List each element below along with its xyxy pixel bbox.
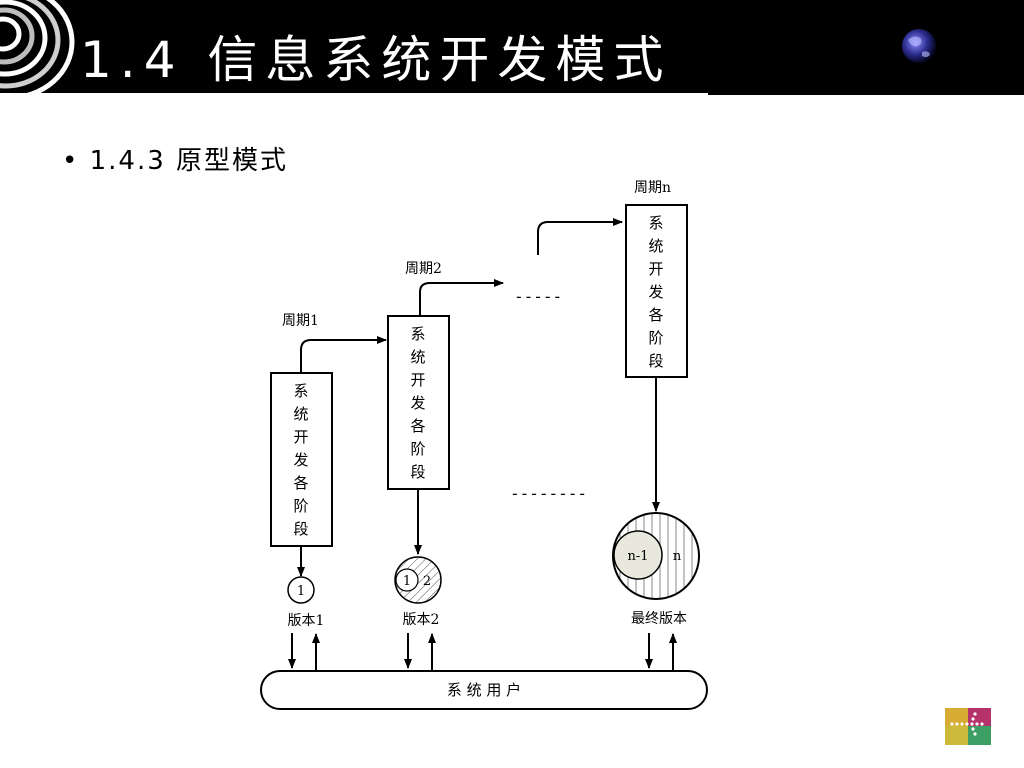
cycle-n-group: 周期n 系 统 开 发 各 阶 段 n-1 n 最终版本: [537, 180, 700, 627]
svg-text:系: 系: [293, 382, 308, 400]
spiral-decoration-icon: [0, 0, 75, 101]
bullet-item: • 1.4.3 原型模式: [62, 140, 288, 177]
svg-text:发: 发: [293, 451, 308, 469]
cycle-n-stage-text: 系 统 开 发 各 阶 段: [648, 214, 663, 370]
header-bar: [0, 0, 1024, 95]
svg-text:系: 系: [648, 214, 663, 232]
cycle-n-flow-arrow: [537, 218, 623, 255]
final-version-circle: n-1 n: [612, 512, 700, 600]
user-interaction-arrows: [288, 633, 677, 670]
final-version-label: 最终版本: [631, 611, 687, 627]
svg-text:段: 段: [293, 520, 308, 538]
svg-text:统: 统: [648, 237, 663, 255]
svg-text:n: n: [673, 549, 682, 564]
svg-text:段: 段: [410, 463, 425, 481]
cycle-n-stage-box: [625, 204, 688, 378]
svg-text:1: 1: [403, 574, 411, 589]
cycle-n-label: 周期n: [634, 180, 671, 196]
version-2-circle: 1 2: [394, 556, 442, 604]
header-underline: [0, 93, 708, 95]
cycle-2-flow-arrow: [419, 279, 504, 316]
version-2-label: 版本2: [403, 612, 440, 628]
svg-text:各: 各: [293, 474, 308, 492]
cycle-2-label: 周期2: [405, 261, 442, 277]
svg-text:阶: 阶: [648, 329, 663, 347]
globe-icon: [902, 29, 936, 63]
svg-text:系: 系: [410, 325, 425, 343]
cycle-1-label: 周期1: [282, 313, 319, 329]
svg-text:各: 各: [410, 417, 425, 435]
svg-text:各: 各: [648, 306, 663, 324]
svg-text:开: 开: [648, 260, 663, 278]
svg-text:发: 发: [648, 283, 663, 301]
bullet-text: 1.4.3 原型模式: [89, 146, 289, 176]
version-1-label: 版本1: [288, 613, 325, 629]
cycle-1-stage-text: 系 统 开 发 各 阶 段: [293, 382, 308, 538]
svg-text:发: 发: [410, 394, 425, 412]
svg-text:1: 1: [297, 584, 305, 599]
slide-title: 1.4 信息系统开发模式: [80, 31, 672, 89]
system-users-label: 系 统 用 户: [447, 681, 521, 699]
svg-text:阶: 阶: [410, 440, 425, 458]
cycle-2-stage-box: [387, 315, 450, 490]
svg-text:n-1: n-1: [627, 549, 648, 564]
svg-text:统: 统: [293, 405, 308, 423]
svg-text:开: 开: [410, 371, 425, 389]
svg-text:2: 2: [423, 574, 431, 589]
system-users-bar: [260, 670, 708, 710]
version-1-circle: 1: [287, 576, 315, 604]
svg-text:段: 段: [648, 352, 663, 370]
svg-text:统: 统: [410, 348, 425, 366]
svg-text:阶: 阶: [293, 497, 308, 515]
ellipsis-lower: --------: [510, 484, 587, 503]
cycle-1-group: 周期1 系 统 开 发 各 阶 段 1 版本1: [270, 313, 387, 629]
cycle-2-stage-text: 系 统 开 发 各 阶 段: [410, 325, 425, 481]
cycle-1-stage-box: [270, 372, 333, 547]
svg-text:开: 开: [293, 428, 308, 446]
bullet-marker: •: [62, 146, 80, 176]
ellipsis-upper: -----: [514, 287, 562, 306]
arrow-nav-icon[interactable]: [945, 708, 991, 745]
cycle-2-group: 周期2 系 统 开 发 各 阶 段 1 2 版本2: [387, 261, 504, 628]
cycle-1-flow-arrow: [300, 336, 387, 373]
